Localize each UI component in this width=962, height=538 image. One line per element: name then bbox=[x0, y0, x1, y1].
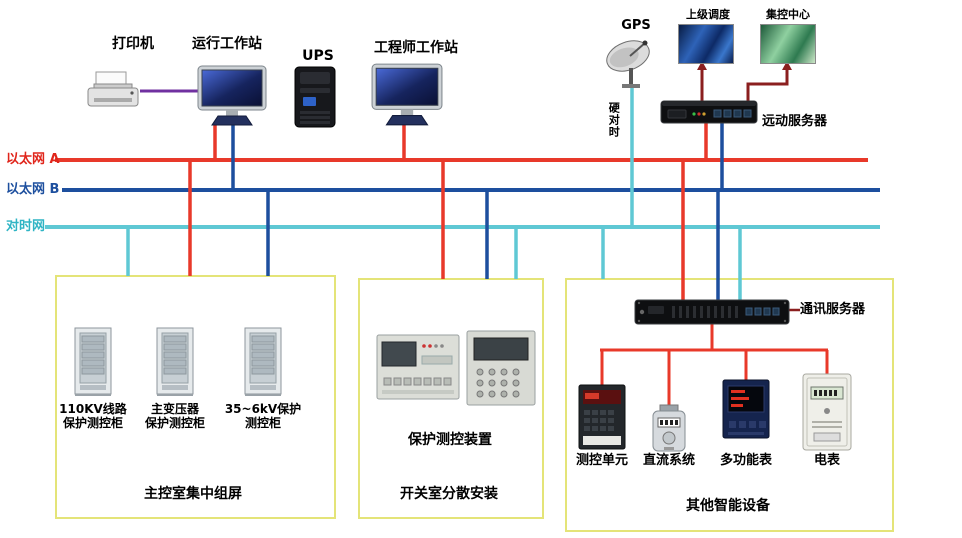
switch-room-caption: 开关室分散安装 bbox=[400, 486, 498, 502]
dc-system-meter-image bbox=[648, 404, 690, 458]
multifunction-meter-label: 多功能表 bbox=[719, 453, 772, 468]
energy-meter-image bbox=[802, 373, 852, 455]
cabinet-35-6kv-label: 35~6kV保护 测控柜 bbox=[224, 402, 302, 431]
ethernet-a-label: 以太网 A bbox=[6, 152, 60, 167]
multifunction-meter-image bbox=[722, 379, 770, 443]
protection-device-2-image bbox=[466, 330, 536, 410]
telecontrol-server-image bbox=[660, 94, 758, 132]
time-net-label: 对时网 bbox=[6, 219, 46, 234]
hard-time-sync-label: 硬对时 bbox=[607, 102, 621, 138]
gps-label: GPS bbox=[621, 18, 651, 33]
superior-dispatch-label: 上级调度 bbox=[686, 8, 730, 21]
dc-system-label: 直流系统 bbox=[642, 453, 695, 468]
central-control-label: 集控中心 bbox=[766, 8, 810, 21]
other-devices-caption: 其他智能设备 bbox=[686, 498, 770, 514]
measuring-unit-image bbox=[578, 384, 626, 454]
operator-ws-monitor bbox=[196, 64, 268, 132]
superior-dispatch-image bbox=[678, 24, 734, 64]
ups-label: UPS bbox=[302, 48, 334, 64]
engineer-ws-monitor bbox=[370, 62, 444, 132]
main-control-room-box bbox=[55, 275, 336, 519]
cabinet-transformer-label: 主变压器 保护测控柜 bbox=[144, 402, 205, 431]
cabinet-110kv-label: 110KV线路 保护测控柜 bbox=[59, 402, 127, 431]
central-control-image bbox=[760, 24, 816, 64]
ups-image bbox=[282, 64, 348, 134]
energy-meter-label: 电表 bbox=[813, 453, 840, 468]
protection-device-1-image bbox=[376, 334, 460, 404]
printer-image bbox=[82, 64, 144, 120]
measuring-unit-label: 测控单元 bbox=[575, 453, 628, 468]
comm-server-label: 通讯服务器 bbox=[800, 302, 866, 317]
operator-ws-label: 运行工作站 bbox=[192, 36, 262, 52]
main-control-room-caption: 主控室集中组屏 bbox=[144, 486, 242, 502]
central-uplink bbox=[746, 68, 789, 102]
ethernet-b-label: 以太网 B bbox=[6, 182, 60, 197]
protection-device-label: 保护测控装置 bbox=[408, 432, 492, 448]
gps-dish-image bbox=[600, 34, 664, 94]
cabinet-transformer-image bbox=[155, 326, 195, 402]
comm-server-image bbox=[634, 296, 790, 332]
telecontrol-server-label: 远动服务器 bbox=[762, 114, 828, 129]
cabinet-110kv-image bbox=[73, 326, 113, 402]
engineer-ws-label: 工程师工作站 bbox=[374, 40, 458, 56]
cabinet-35-6kv-image bbox=[243, 326, 283, 402]
printer-label: 打印机 bbox=[112, 36, 154, 52]
